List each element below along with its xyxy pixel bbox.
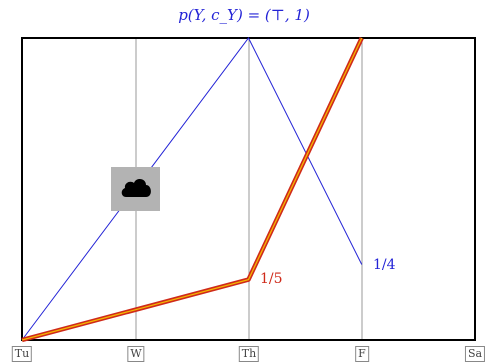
cloud-badge (111, 167, 160, 211)
red-series-value-label: 1/5 (260, 271, 283, 287)
blue-series-line (21, 37, 363, 341)
cloud-icon (119, 175, 153, 203)
blue-series-value-label: 1/4 (373, 257, 396, 273)
red-series-line (21, 37, 363, 341)
day-label-sa: Sa (464, 346, 486, 362)
day-label-tu: Tu (11, 346, 33, 362)
diagram-title: p(Y, c_Y) = (⊤, 1) (0, 6, 488, 24)
day-label-th: Th (238, 346, 260, 362)
day-label-w: W (127, 346, 145, 362)
title-text: p(Y, c_Y) = (⊤, 1) (178, 6, 310, 24)
day-label-f: F (355, 346, 369, 362)
